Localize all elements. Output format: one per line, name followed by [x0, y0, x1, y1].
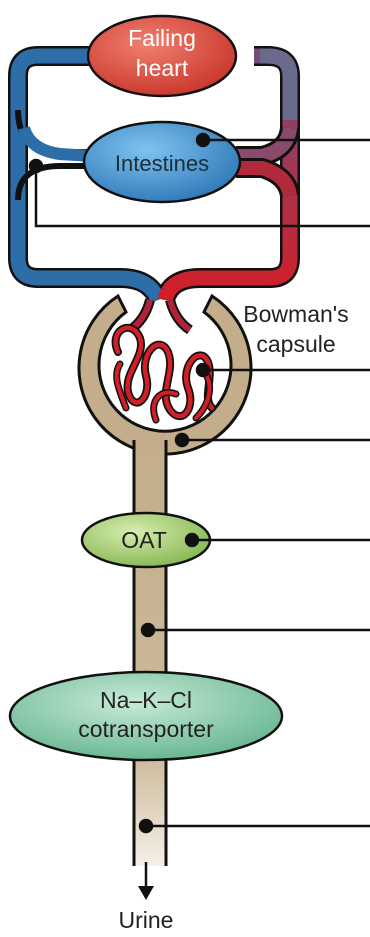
nkcc-label-line2: cotransporter	[78, 716, 214, 742]
leader-dot-proximal-tubule	[142, 624, 154, 636]
renal-tubule	[134, 436, 166, 866]
urine-label: Urine	[119, 907, 174, 933]
failing-heart-label-line1: Failing	[128, 25, 196, 51]
nkcc-node: Na–K–Cl cotransporter	[10, 672, 282, 760]
oat-label: OAT	[121, 527, 167, 553]
nkcc-label-line1: Na–K–Cl	[100, 687, 192, 713]
leader-dot-oat	[186, 534, 198, 546]
bowmans-capsule-label-line1: Bowman's	[243, 301, 348, 327]
failing-heart-node: Failing heart	[88, 16, 236, 96]
failing-heart-label-line2: heart	[136, 55, 189, 81]
leader-dot-venous	[30, 160, 42, 172]
leader-dot-intestines	[197, 134, 209, 146]
intestines-node: Intestines	[84, 122, 240, 202]
leader-dot-distal-tubule	[140, 820, 152, 832]
intestines-label: Intestines	[115, 151, 209, 176]
urine-arrow	[138, 862, 154, 900]
leader-dot-glomerulus	[197, 364, 209, 376]
glomerulus	[116, 300, 212, 420]
leader-dot-capsule-wall	[176, 434, 188, 446]
bowmans-capsule-label-line2: capsule	[256, 331, 335, 357]
